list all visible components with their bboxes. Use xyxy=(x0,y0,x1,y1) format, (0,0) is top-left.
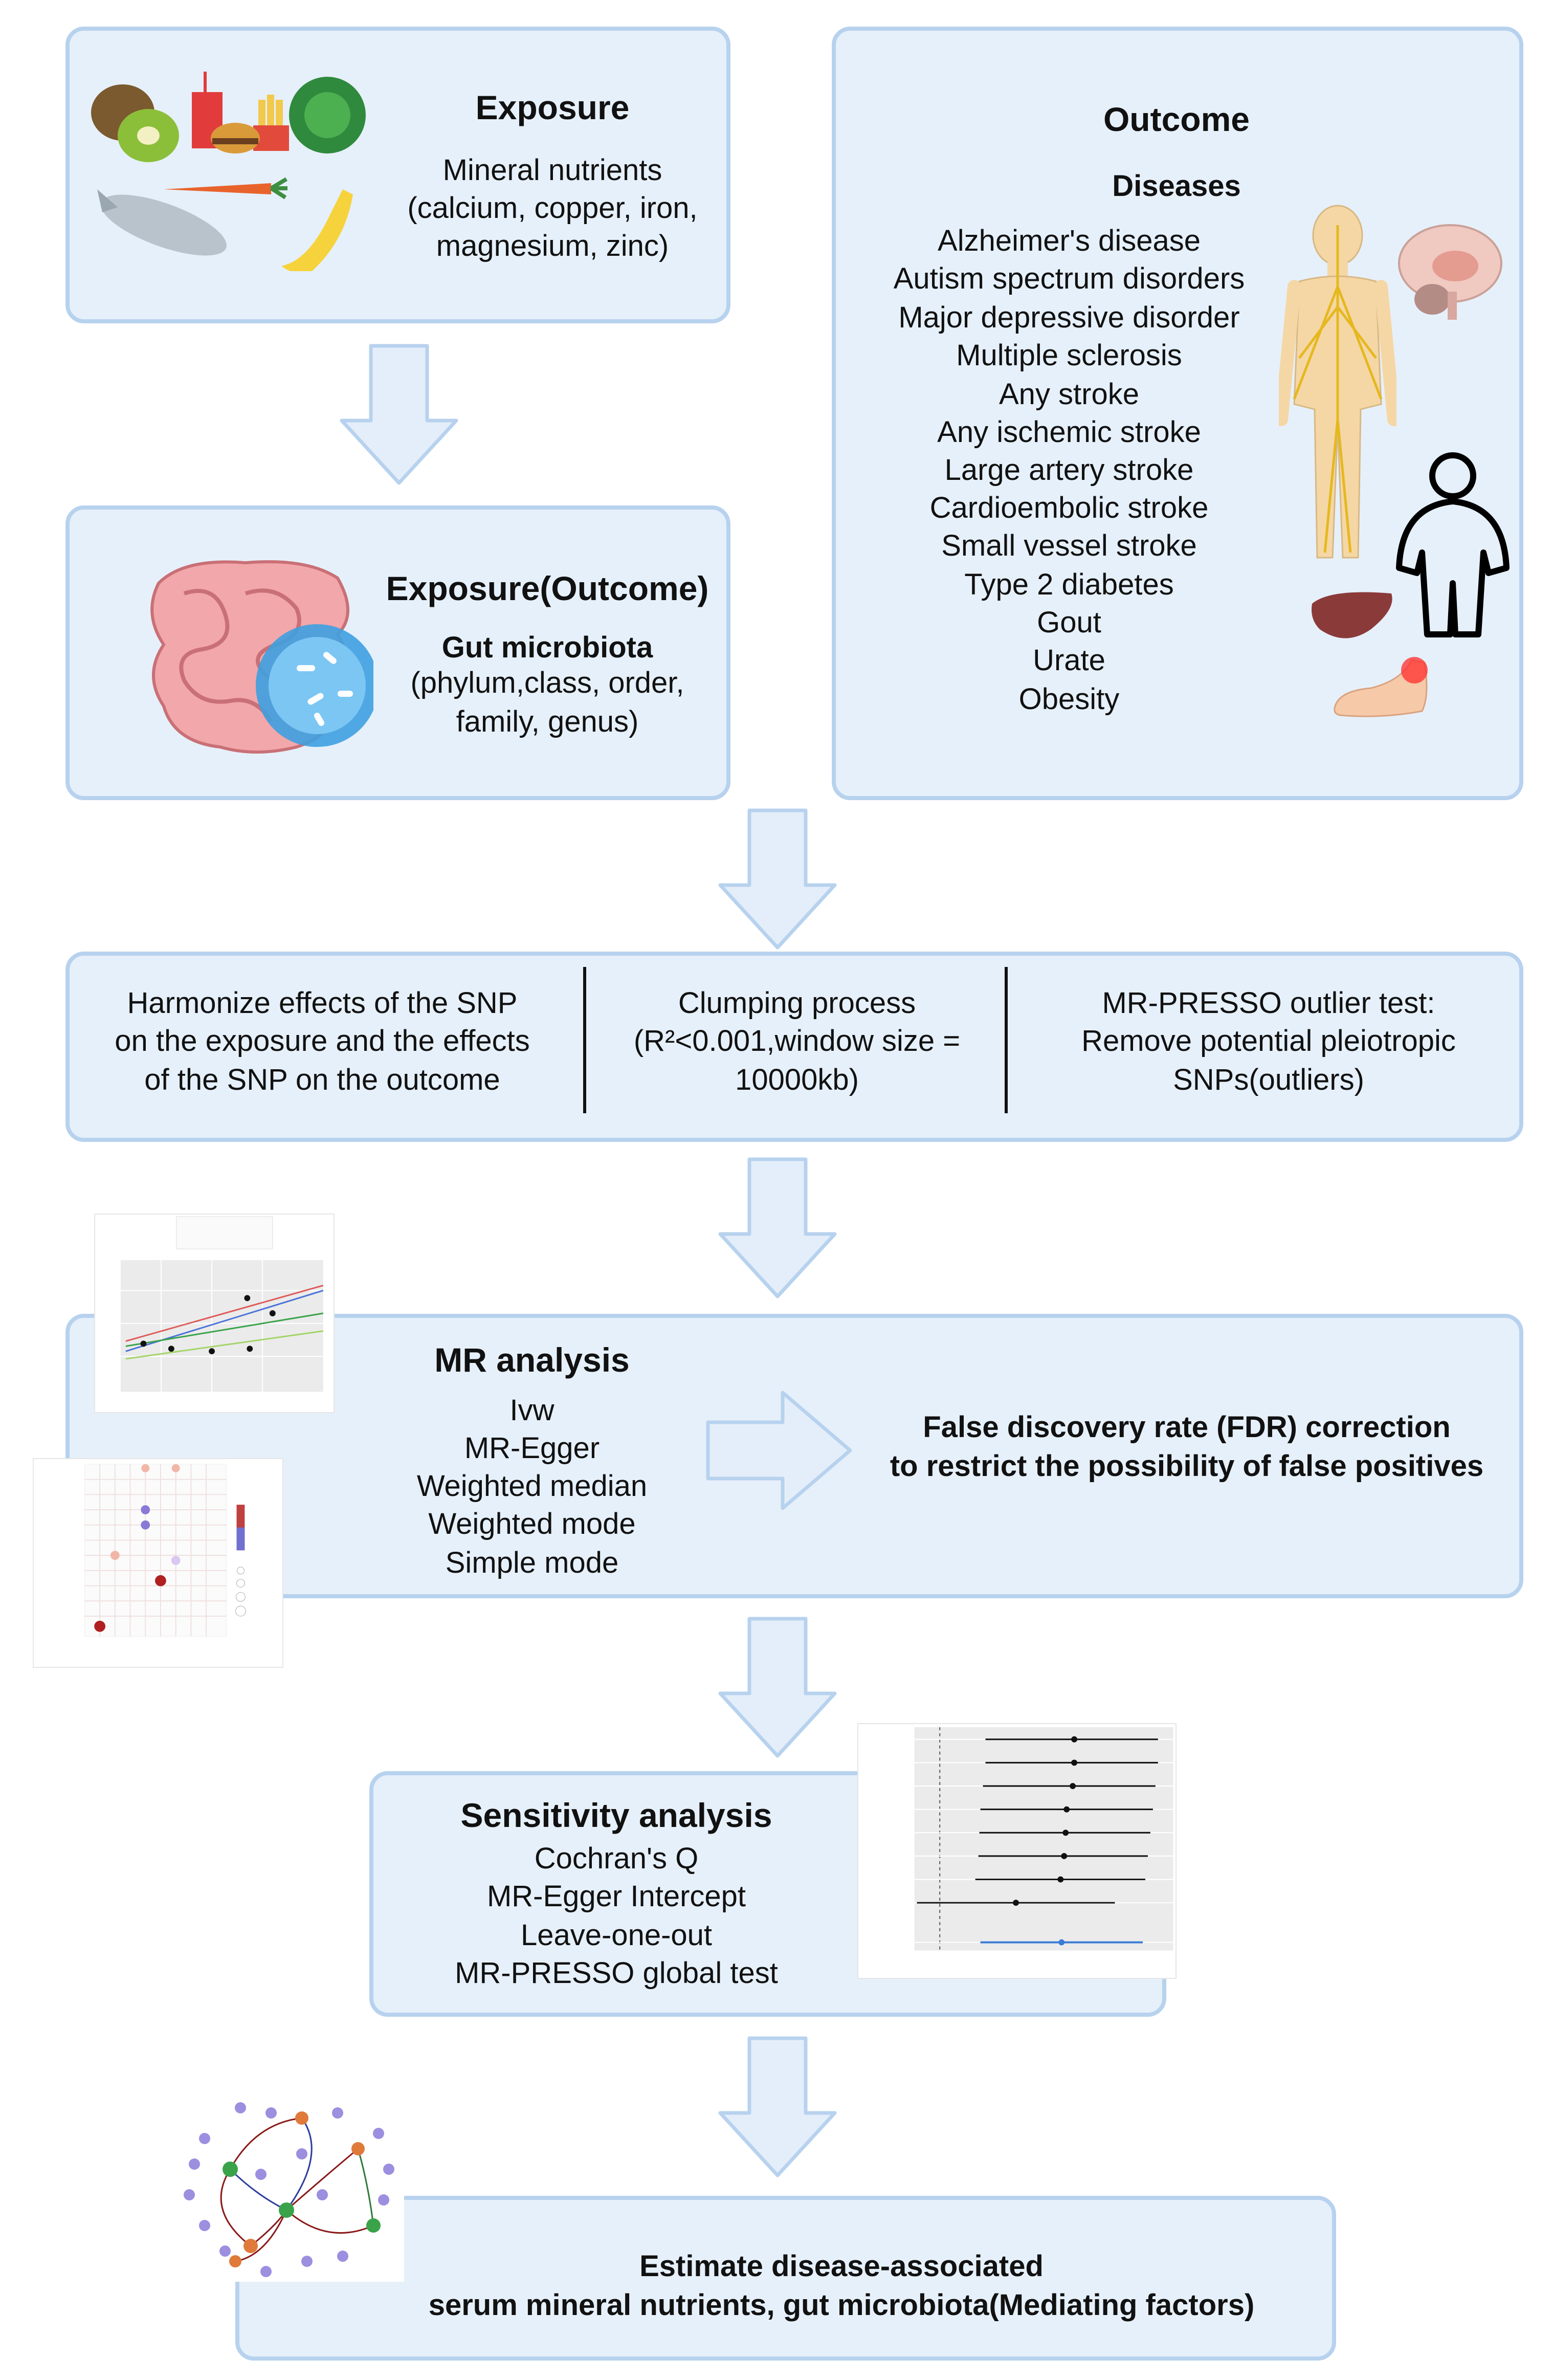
gut-illustration xyxy=(150,560,373,754)
flow-arrow-4 xyxy=(718,1617,837,1758)
harmonize-line-2: on the exposure and the effects xyxy=(115,1024,530,1057)
disease-7: Large artery stroke xyxy=(944,453,1194,487)
exposure-outcome-line-1: (phylum,class, order, xyxy=(410,666,684,699)
disease-4: Multiple sclerosis xyxy=(956,339,1182,372)
exposure-line-3: magnesium, zinc) xyxy=(436,229,669,262)
disease-9: Small vessel stroke xyxy=(941,529,1197,562)
exposure-outcome-line-2: family, genus) xyxy=(456,705,639,738)
estimate-line-2: serum mineral nutrients, gut microbiota(… xyxy=(428,2288,1255,2322)
mediation-network-thumbnail xyxy=(174,2092,404,2282)
sensitivity-method-1: Cochran's Q xyxy=(534,1842,699,1875)
gout-foot-icon xyxy=(1334,657,1428,717)
preprocessing-box xyxy=(65,952,1523,1142)
clumping-line-1: Clumping process xyxy=(678,986,916,1020)
sensitivity-method-2: MR-Egger Intercept xyxy=(486,1880,746,1913)
mr-method-3: Weighted median xyxy=(416,1469,648,1503)
mr-method-4: Weighted mode xyxy=(428,1507,636,1540)
presso-outlier-line-2: Remove potential pleiotropic xyxy=(1081,1024,1456,1057)
harmonize-line-3: of the SNP on the outcome xyxy=(144,1063,500,1096)
clumping-line-2: (R²<0.001,window size = xyxy=(633,1024,961,1057)
flow-arrow-5 xyxy=(718,2036,837,2177)
exposure-outcome-title: Exposure(Outcome) xyxy=(386,569,709,607)
fdr-line-1: False discovery rate (FDR) correction xyxy=(923,1411,1451,1444)
outcome-subtitle: Diseases xyxy=(1112,169,1241,203)
exposure-line-2: (calcium, copper, iron, xyxy=(407,191,698,225)
flow-arrow-right xyxy=(706,1391,852,1510)
flow-arrow-1 xyxy=(340,344,458,485)
mr-scatter-plot-thumbnail xyxy=(94,1214,335,1413)
disease-5: Any stroke xyxy=(999,378,1139,411)
separator-1 xyxy=(583,967,586,1113)
mr-method-5: Simple mode xyxy=(445,1546,619,1579)
harmonize-line-1: Harmonize effects of the SNP xyxy=(127,986,518,1020)
nervous-system-figure-icon xyxy=(1279,205,1396,559)
clumping-line-3: 10000kb) xyxy=(735,1063,859,1096)
leave-one-out-plot-thumbnail xyxy=(857,1723,1177,1979)
disease-10: Type 2 diabetes xyxy=(964,568,1174,601)
obesity-figure-icon xyxy=(1396,452,1510,637)
flow-arrow-3 xyxy=(718,1157,837,1298)
disease-12: Urate xyxy=(1033,644,1105,677)
exposure-title: Exposure xyxy=(475,89,630,126)
brain-icon xyxy=(1398,224,1502,320)
disease-13: Obesity xyxy=(1018,682,1120,716)
disease-8: Cardioembolic stroke xyxy=(929,491,1209,524)
fdr-line-2: to restrict the possibility of false pos… xyxy=(890,1449,1484,1483)
disease-6: Any ischemic stroke xyxy=(937,415,1201,449)
liver-icon xyxy=(1312,592,1392,638)
food-illustration xyxy=(91,72,366,271)
outcome-title: Outcome xyxy=(1103,100,1250,138)
disease-11: Gout xyxy=(1037,606,1101,639)
sensitivity-method-4: MR-PRESSO global test xyxy=(455,1956,778,1990)
estimate-line-1: Estimate disease-associated xyxy=(639,2250,1044,2283)
sensitivity-title: Sensitivity analysis xyxy=(460,1796,772,1834)
mr-method-1: Ivw xyxy=(509,1394,554,1427)
presso-outlier-line-1: MR-PRESSO outlier test: xyxy=(1102,986,1435,1020)
mr-bubble-matrix-thumbnail xyxy=(33,1458,283,1668)
exposure-outcome-subtitle: Gut microbiota xyxy=(441,631,653,664)
disease-2: Autism spectrum disorders xyxy=(893,262,1245,295)
flow-arrow-2 xyxy=(718,808,837,950)
exposure-line-1: Mineral nutrients xyxy=(442,153,662,187)
disease-1: Alzheimer's disease xyxy=(938,224,1201,257)
presso-outlier-line-3: SNPs(outliers) xyxy=(1173,1063,1364,1096)
separator-2 xyxy=(1005,967,1008,1113)
mr-method-2: MR-Egger xyxy=(464,1431,600,1465)
mr-analysis-title: MR analysis xyxy=(434,1341,630,1379)
disease-3: Major depressive disorder xyxy=(898,301,1240,334)
exposure-box xyxy=(65,27,730,323)
estimate-box xyxy=(235,2196,1336,2361)
sensitivity-method-3: Leave-one-out xyxy=(520,1919,713,1952)
